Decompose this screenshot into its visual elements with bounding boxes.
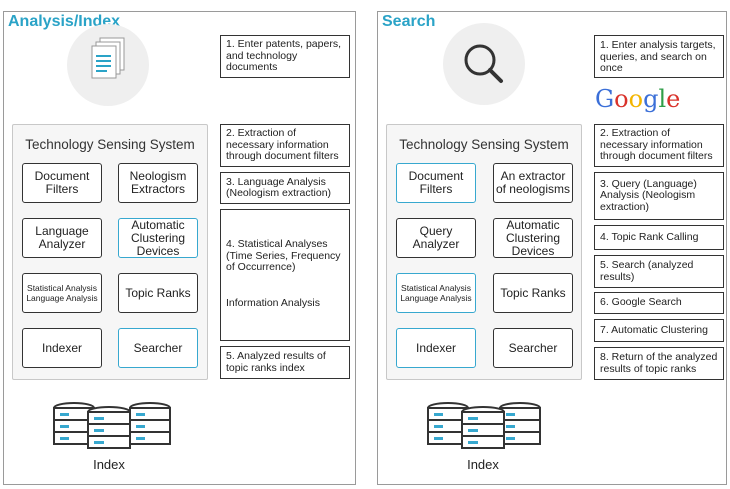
step-left-4-container (220, 209, 350, 341)
indexer-node-right: Indexer (396, 328, 476, 368)
step-left-2: 2. Extraction of necessary information t… (220, 124, 350, 167)
step-left-4-info: Information Analysis (226, 297, 320, 309)
automatic-clustering-node-right: Automatic Clustering Devices (493, 218, 573, 258)
step-left-1: 1. Enter patents, papers, and technology… (220, 35, 350, 78)
neologism-extractors-node: Neologism Extractors (118, 163, 198, 203)
language-analyzer-node: Language Analyzer (22, 218, 102, 258)
topic-ranks-node: Topic Ranks (118, 273, 198, 313)
step-right-8: 8. Return of the analyzed results of top… (594, 347, 724, 380)
index-label-left: Index (93, 457, 125, 472)
topic-ranks-node-right: Topic Ranks (493, 273, 573, 313)
searcher-node: Searcher (118, 328, 198, 368)
search-circle (443, 23, 525, 105)
documents-icon (91, 37, 125, 79)
panel-title-search: Search (382, 13, 436, 30)
system-title-left: Technology Sensing System (25, 137, 195, 152)
documents-circle (67, 24, 149, 106)
neologism-extractor-node: An extractor of neologisms (493, 163, 573, 203)
step-right-6: 6. Google Search (594, 292, 724, 314)
statistical-analysis-node: Statistical Analysis Language Analysis (22, 273, 102, 313)
query-analyzer-node: Query Analyzer (396, 218, 476, 258)
step-right-7: 7. Automatic Clustering (594, 319, 724, 342)
step-left-4: 4. Statistical Analyses (Time Series, Fr… (226, 238, 341, 273)
step-right-4: 4. Topic Rank Calling (594, 225, 724, 250)
statistical-analysis-node-right: Statistical Analysis Language Analysis (396, 273, 476, 313)
index-label-right: Index (467, 457, 499, 472)
step-right-3: 3. Query (Language) Analysis (Neologism … (594, 172, 724, 220)
panel-title-analysis: Analysis/Index (8, 13, 121, 30)
searcher-node-right: Searcher (493, 328, 573, 368)
step-left-3: 3. Language Analysis (Neologism extracti… (220, 172, 350, 204)
step-right-2: 2. Extraction of necessary information t… (594, 124, 724, 167)
step-right-1: 1. Enter analysis targets, queries, and … (594, 35, 724, 78)
magnifier-icon (464, 44, 503, 83)
automatic-clustering-node: Automatic Clustering Devices (118, 218, 198, 258)
document-filters-node: Document Filters (22, 163, 102, 203)
google-logo: Google (595, 85, 681, 113)
step-right-5: 5. Search (analyzed results) (594, 255, 724, 288)
step-left-5: 5. Analyzed results of topic ranks index (220, 346, 350, 379)
system-title-right: Technology Sensing System (399, 137, 569, 152)
indexer-node: Indexer (22, 328, 102, 368)
document-filters-node-right: Document Filters (396, 163, 476, 203)
